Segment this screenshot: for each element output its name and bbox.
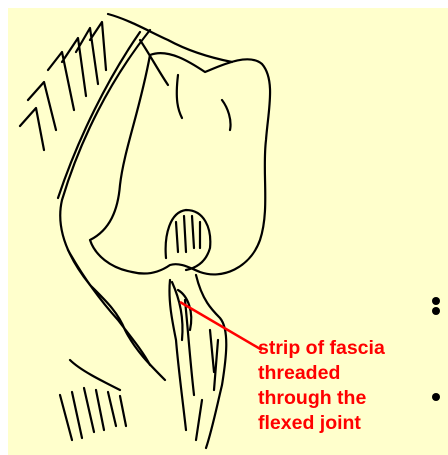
bullet-dot-3: [432, 393, 440, 401]
callout-line-4: flexed joint: [258, 411, 385, 436]
bullet-dot-1: [432, 297, 440, 305]
bullet-dot-2: [432, 307, 440, 315]
callout-line-1: strip of fascia: [258, 336, 385, 361]
fascia-callout-label: strip of fascia threaded through the fle…: [258, 336, 385, 436]
callout-line-2: threaded: [258, 361, 385, 386]
callout-line-3: through the: [258, 386, 385, 411]
